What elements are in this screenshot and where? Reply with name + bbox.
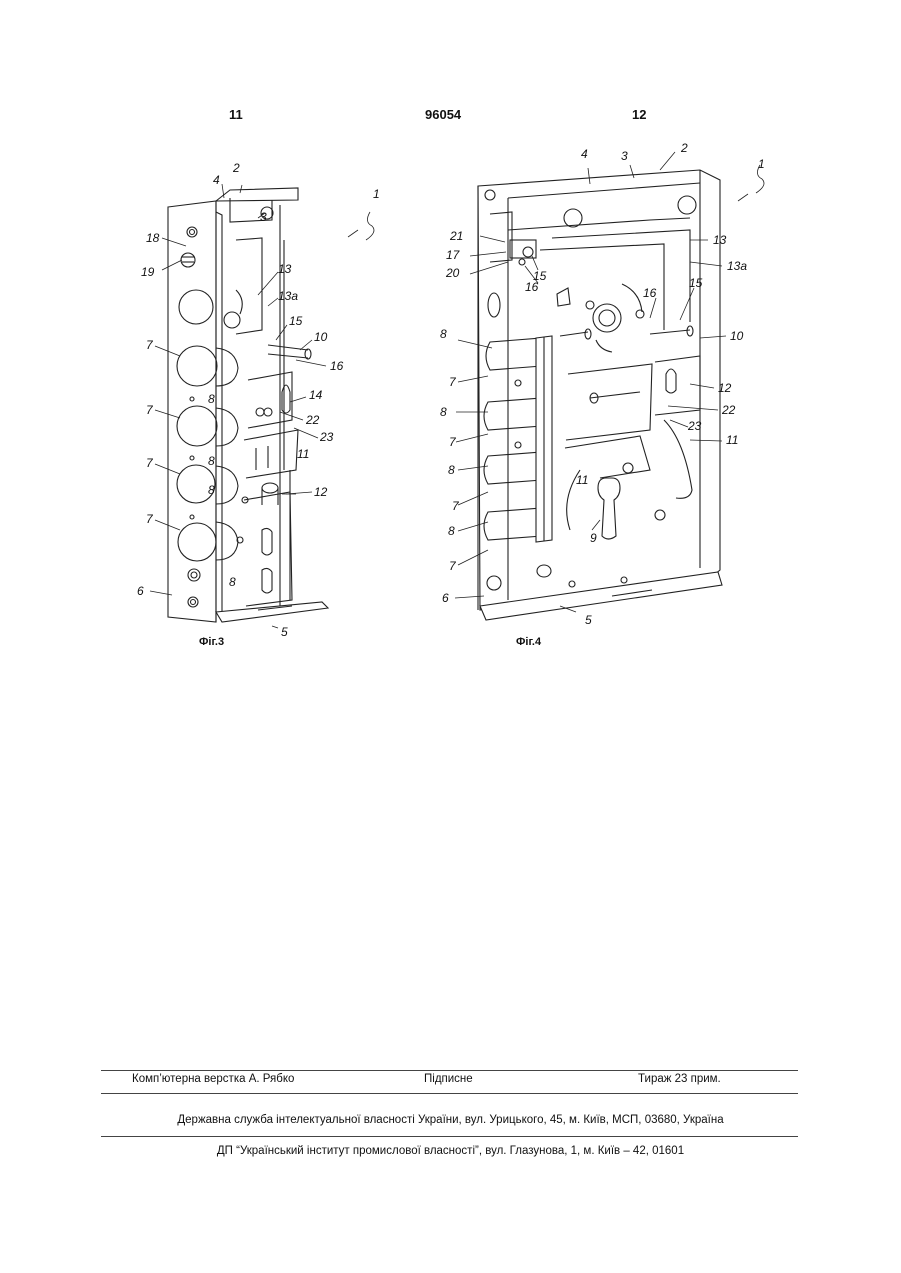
fig3-label-7a: 7 [146, 338, 154, 352]
fig4-label-16b: 16 [643, 286, 657, 300]
fig3-label-10: 10 [314, 330, 328, 344]
fig3-label-12: 12 [314, 485, 328, 499]
fig4-label-12: 11 [726, 433, 738, 447]
fig3-label-14: 14 [309, 388, 323, 402]
fig3-label-18: 18 [146, 231, 160, 245]
fig3-label-16: 16 [330, 359, 344, 373]
fig3-label-6: 6 [137, 584, 144, 598]
fig4-label-11: 11 [576, 473, 588, 487]
fig4-label-7a: 7 [449, 375, 457, 389]
fig4-label-9: 9 [590, 531, 597, 545]
publisher-line-1: Державна служба інтелектуальної власност… [0, 1114, 901, 1126]
circulation-note: Тираж 23 прим. [638, 1073, 721, 1085]
subscription-note: Підписне [424, 1073, 473, 1085]
fig4-label-23: 23 [687, 419, 702, 433]
fig3-label-5: 5 [281, 625, 288, 639]
fig4-label-16a: 16 [525, 280, 539, 294]
fig4-label-17: 17 [446, 248, 461, 262]
fig3-label-1: 1 [373, 187, 380, 201]
fig3-label-8b: 8 [208, 454, 215, 468]
fig3-label-13a: 13а [278, 289, 298, 303]
fig3-label-7c: 7 [146, 456, 154, 470]
fig4-label-10: 10 [730, 329, 744, 343]
fig4-label-1: 1 [758, 157, 765, 171]
footer-rule-bottom [101, 1136, 798, 1137]
fig4-label-3: 3 [621, 149, 628, 163]
fig4-label-13a: 13а [727, 259, 747, 273]
fig3-label-23: 23 [319, 430, 334, 444]
fig4-label-7d: 7 [449, 559, 457, 573]
fig4-label-20: 20 [445, 266, 460, 280]
fig3-label-7b: 7 [146, 403, 154, 417]
fig4-label-2: 2 [680, 141, 688, 155]
fig4-label-21: 21 [449, 229, 463, 243]
fig4-label-22: 22 [721, 403, 736, 417]
fig3-label-8a: 8 [208, 392, 215, 406]
fig3-caption: Фіг.3 [199, 636, 224, 648]
fig4-label-15b: 15 [689, 276, 703, 290]
fig4-label-8a: 8 [440, 327, 447, 341]
fig4-label-7b: 7 [449, 435, 457, 449]
fig3-label-4: 4 [213, 173, 220, 187]
fig3-label-22: 22 [305, 413, 320, 427]
fig3-label-19: 19 [141, 265, 155, 279]
fig4-label-5: 5 [585, 613, 592, 627]
footer-rule-top [101, 1070, 798, 1071]
fig3-drawing [150, 184, 374, 628]
typesetting-credit: Комп’ютерна верстка А. Рябко [132, 1073, 294, 1085]
fig3-label-3: 3 [260, 210, 267, 224]
fig4-label-8c: 8 [448, 463, 455, 477]
fig4-label-13: 13 [713, 233, 727, 247]
fig4-label-8d: 8 [448, 524, 455, 538]
fig4-label-6: 6 [442, 591, 449, 605]
fig3-label-15: 15 [289, 314, 303, 328]
footer-rule-middle [101, 1093, 798, 1094]
fig4-caption: Фіг.4 [516, 636, 541, 648]
patent-drawings: 2 4 3 1 18 19 13 13а 15 7 10 16 8 14 7 2… [0, 0, 901, 700]
fig4-label-4: 4 [581, 147, 588, 161]
fig4-label-7c: 7 [452, 499, 460, 513]
fig3-label-11: 11 [297, 447, 309, 461]
fig3-label-7d: 7 [146, 512, 154, 526]
fig4-label-14: 12 [718, 381, 732, 395]
publisher-line-2: ДП “Український інститут промислової вла… [0, 1145, 901, 1157]
fig3-label-2: 2 [232, 161, 240, 175]
fig3-label-13: 13 [278, 262, 292, 276]
fig3-label-8c: 8 [208, 483, 215, 497]
fig3-label-8d: 8 [229, 575, 236, 589]
fig4-label-8b: 8 [440, 405, 447, 419]
